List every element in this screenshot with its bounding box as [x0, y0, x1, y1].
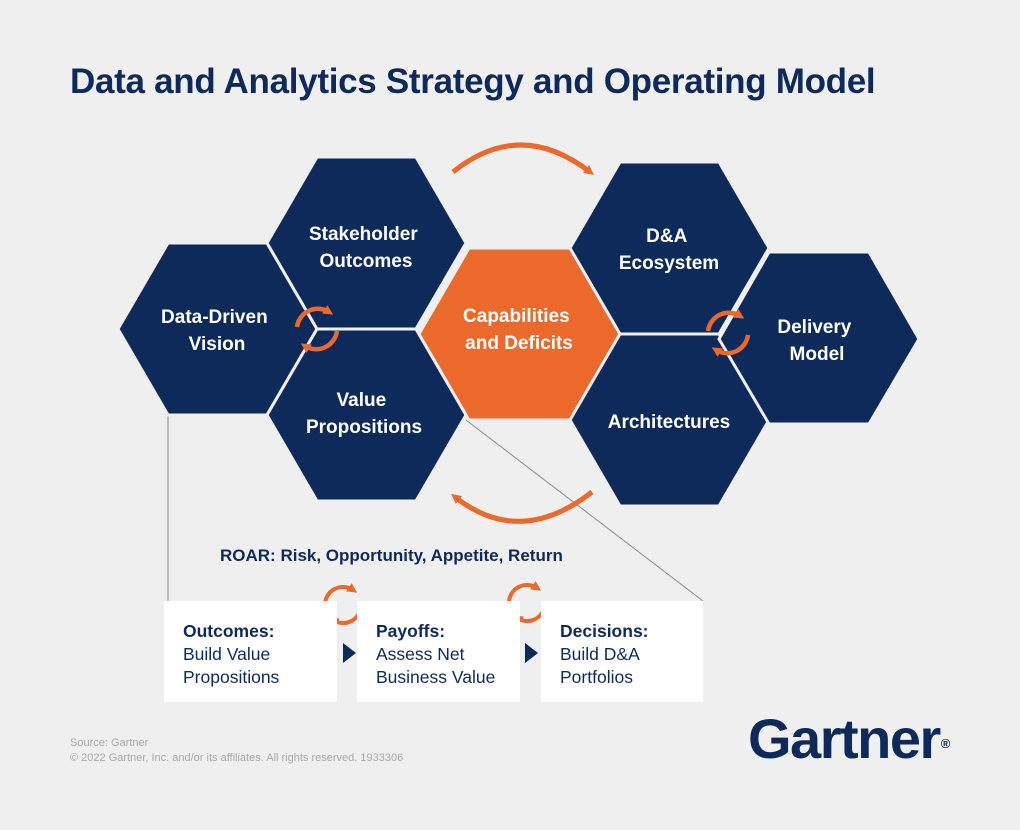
card-heading: Payoffs:: [376, 621, 446, 641]
card-decisions: Decisions: Build D&A Portfolios: [541, 601, 703, 702]
hex-label-capabilities-deficits: Capabilities and Deficits: [463, 306, 575, 354]
card-line: Build D&A: [560, 644, 640, 664]
hex-label-architectures: Architectures: [608, 412, 731, 433]
hex-label-line: Outcomes: [320, 251, 413, 272]
triangle-arrow-icon: [525, 643, 538, 663]
card-line: Propositions: [183, 667, 280, 687]
hex-label-line: and Deficits: [465, 333, 573, 354]
page-title: Data and Analytics Strategy and Operatin…: [70, 62, 876, 101]
card-heading: Decisions:: [560, 621, 649, 641]
hex-label-line: Data-Driven: [161, 307, 268, 328]
curved-arrow-icon: [451, 490, 594, 524]
source-note: Source: Gartner © 2022 Gartner, Inc. and…: [70, 736, 403, 766]
card-payoffs: Payoffs: Assess Net Business Value: [357, 601, 520, 702]
connector-line-right: [465, 419, 704, 602]
card-line: Business Value: [376, 667, 496, 687]
triangle-arrow-icon: [343, 643, 356, 663]
hex-label-line: Vision: [189, 334, 246, 355]
curved-arrow-icon: [451, 142, 594, 176]
hex-label-data-driven-vision: Data-Driven Vision: [161, 307, 273, 355]
copyright-line: © 2022 Gartner, Inc. and/or its affiliat…: [70, 752, 404, 764]
registered-mark: ®: [940, 736, 951, 751]
hex-label-line: Ecosystem: [619, 253, 719, 274]
hex-label-line: Capabilities: [463, 306, 570, 327]
hex-label-line: Model: [790, 344, 845, 365]
hex-label-line: Stakeholder: [309, 224, 418, 245]
roar-label: ROAR: Risk, Opportunity, Appetite, Retur…: [220, 546, 563, 565]
hex-label-line: Propositions: [306, 417, 422, 438]
hex-label-delivery-model: Delivery Model: [777, 317, 856, 365]
card-heading: Outcomes:: [183, 621, 275, 641]
hex-label-line: Architectures: [608, 412, 731, 433]
card-line: Build Value: [183, 644, 271, 664]
hex-label-line: D&A: [646, 226, 687, 247]
cycle-arrows-icon: [294, 305, 340, 353]
card-line: Assess Net: [376, 644, 465, 664]
card-line: Portfolios: [560, 667, 633, 687]
hex-label-line: Value: [337, 390, 387, 411]
hex-label-line: Delivery: [777, 317, 851, 338]
hex-label-value-propositions: Value Propositions: [306, 390, 422, 438]
hex-delivery-model: [717, 250, 921, 426]
gartner-logo: Gartner®: [748, 706, 950, 771]
card-outcomes: Outcomes: Build Value Propositions: [164, 601, 337, 702]
source-line: Source: Gartner: [70, 737, 149, 749]
cycle-arrows-icon: [705, 309, 751, 357]
hex-label-da-ecosystem: D&A Ecosystem: [619, 226, 719, 274]
hex-label-stakeholder-outcomes: Stakeholder Outcomes: [309, 224, 423, 272]
logo-text: Gartner: [748, 707, 941, 770]
